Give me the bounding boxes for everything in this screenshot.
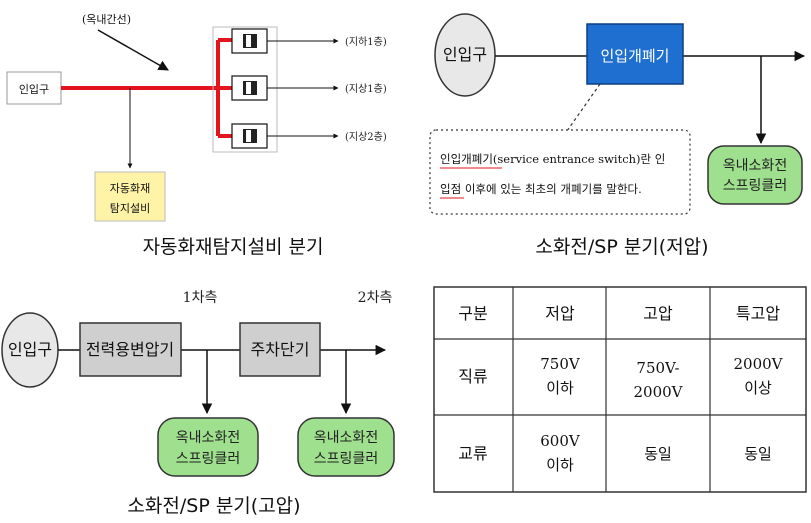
entrance-label-low: 인입구 bbox=[443, 45, 487, 64]
table-frame bbox=[433, 286, 807, 493]
indoor-line-pointer-arrow bbox=[97, 29, 169, 71]
transformer-box bbox=[79, 322, 182, 377]
breaker-1f bbox=[231, 75, 268, 101]
callout-pointer bbox=[566, 83, 601, 132]
sprinkler-primary-line1: 옥내소화전 bbox=[176, 430, 240, 446]
switch-label: 인입개폐기 bbox=[600, 47, 669, 65]
dc-extra-high-line2: 이상 bbox=[744, 379, 772, 397]
switch-box bbox=[586, 23, 684, 85]
sprinkler-low-line1: 옥내소화전 bbox=[723, 158, 787, 174]
sprinkler-low-line2: 스프링클러 bbox=[723, 178, 787, 194]
sprinkler-secondary-line2: 스프링클러 bbox=[314, 451, 378, 467]
entrance-circle-low bbox=[434, 13, 496, 97]
caption-high: 소화전/SP 분기(고압) bbox=[127, 495, 300, 517]
sprinkler-box-primary bbox=[157, 417, 259, 477]
switch-description-line1: 인입개폐기(service entrance switch)란 인 bbox=[440, 152, 665, 166]
table-header-category: 구분 bbox=[458, 304, 487, 323]
main-breaker-box bbox=[239, 322, 321, 377]
breaker-b1 bbox=[231, 28, 268, 54]
dc-extra-high-line1: 2000V bbox=[733, 355, 783, 373]
switch-description-box bbox=[429, 129, 691, 215]
caption-auto: 자동화재탐지설비 분기 bbox=[143, 236, 324, 258]
breaker-panel-frame bbox=[212, 26, 278, 153]
panel-high-voltage: 1차측 2차측 인입구 전력용변압기 주차단기 옥내소화전 스프링클러 옥내소화… bbox=[1, 290, 395, 517]
table-row-ac-label: 교류 bbox=[458, 444, 487, 463]
voltage-classification-table: 구분 저압 고압 특고압 직류 750V 이하 750V- 2000V 2000… bbox=[433, 286, 807, 493]
detector-label-line1: 자동화재 bbox=[110, 182, 150, 195]
sprinkler-primary-line2: 스프링클러 bbox=[176, 451, 240, 467]
table-row-dc-label: 직류 bbox=[458, 367, 487, 386]
entrance-label-high: 인입구 bbox=[8, 340, 52, 359]
breaker-2f bbox=[231, 123, 268, 149]
dc-high-line2: 2000V bbox=[633, 383, 683, 401]
indoor-line-label: (옥내간선) bbox=[82, 13, 131, 26]
floor-label-b1: (지하1층) bbox=[345, 35, 387, 48]
sprinkler-box-low bbox=[707, 145, 803, 205]
ac-low-line1: 600V bbox=[540, 432, 581, 450]
switch-description-line2: 입점 이후에 있는 최초의 개폐기를 말한다. bbox=[440, 182, 642, 196]
detector-box bbox=[94, 171, 166, 222]
ac-high-value: 동일 bbox=[644, 445, 672, 463]
dc-high-line1: 750V- bbox=[636, 359, 679, 377]
ac-extra-high-value: 동일 bbox=[744, 445, 772, 463]
secondary-side-label: 2차측 bbox=[358, 290, 393, 306]
main-breaker-label: 주차단기 bbox=[251, 340, 310, 359]
ac-low-line2: 이하 bbox=[546, 456, 574, 474]
floor-label-2f: (지상2층) bbox=[345, 131, 387, 143]
table-header-extra-high: 특고압 bbox=[736, 304, 780, 323]
table-header-low: 저압 bbox=[545, 304, 575, 323]
dc-low-line1: 750V bbox=[540, 355, 581, 373]
detector-label-line2: 탐지설비 bbox=[110, 202, 150, 215]
floor-label-1f: (지상1층) bbox=[345, 83, 387, 95]
table-header-high: 고압 bbox=[643, 304, 673, 323]
panel-low-voltage: 인입구 인입개폐기 옥내소화전 스프링클러 인입개폐기(service entr… bbox=[429, 13, 806, 258]
entrance-box bbox=[6, 71, 62, 105]
transformer-label: 전력용변압기 bbox=[86, 340, 174, 359]
sprinkler-secondary-line1: 옥내소화전 bbox=[314, 430, 378, 446]
panel-auto-fire-detection: (옥내간선) 인입구 (지하1층) bbox=[6, 13, 387, 258]
primary-side-label: 1차측 bbox=[183, 290, 218, 306]
dc-low-line2: 이하 bbox=[546, 379, 574, 397]
entrance-label: 인입구 bbox=[19, 83, 49, 96]
caption-low: 소화전/SP 분기(저압) bbox=[535, 236, 708, 258]
sprinkler-box-secondary bbox=[297, 417, 395, 477]
